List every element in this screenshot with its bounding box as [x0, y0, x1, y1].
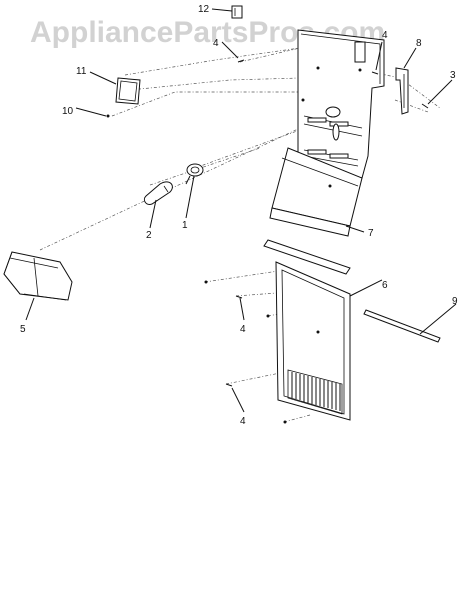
screw-4-mid — [235, 295, 243, 299]
callout-11: 11 — [76, 66, 87, 77]
part-1-socket — [185, 163, 204, 185]
screw-3 — [421, 103, 429, 109]
callouts: 12 4 4 8 3 11 10 1 2 7 6 9 5 4 4 — [20, 4, 458, 427]
back-panel — [297, 29, 385, 179]
callout-10: 10 — [62, 106, 74, 117]
callout-4-mid: 4 — [240, 324, 246, 335]
callout-5: 5 — [20, 324, 26, 335]
callout-9: 9 — [452, 296, 458, 307]
vent-grille — [287, 369, 343, 415]
leader-lines — [25, 8, 457, 413]
part-2-bulb — [143, 181, 173, 205]
screw-4-upper — [371, 71, 379, 75]
screw-4-top — [237, 59, 245, 63]
screws — [106, 59, 429, 424]
callout-3: 3 — [450, 70, 456, 81]
screw-4-low — [225, 383, 233, 387]
callout-1: 1 — [182, 220, 188, 231]
guide-lines — [39, 47, 441, 423]
callout-7: 7 — [368, 228, 374, 239]
callout-4-top: 4 — [213, 38, 219, 49]
part-5-lamp-cover — [3, 251, 73, 301]
part-9-strip — [363, 309, 441, 343]
part-6-bottom-panel — [263, 239, 351, 421]
callout-2: 2 — [146, 230, 152, 241]
part-8-bracket — [395, 67, 409, 115]
part-11-cover — [115, 77, 141, 105]
callout-4-low: 4 — [240, 416, 246, 427]
part-7-cover — [269, 147, 363, 237]
callout-8: 8 — [416, 38, 422, 49]
part-12-clip — [231, 5, 243, 19]
callout-6: 6 — [382, 280, 388, 291]
callout-12: 12 — [198, 4, 210, 15]
callout-4-upper: 4 — [382, 30, 388, 41]
